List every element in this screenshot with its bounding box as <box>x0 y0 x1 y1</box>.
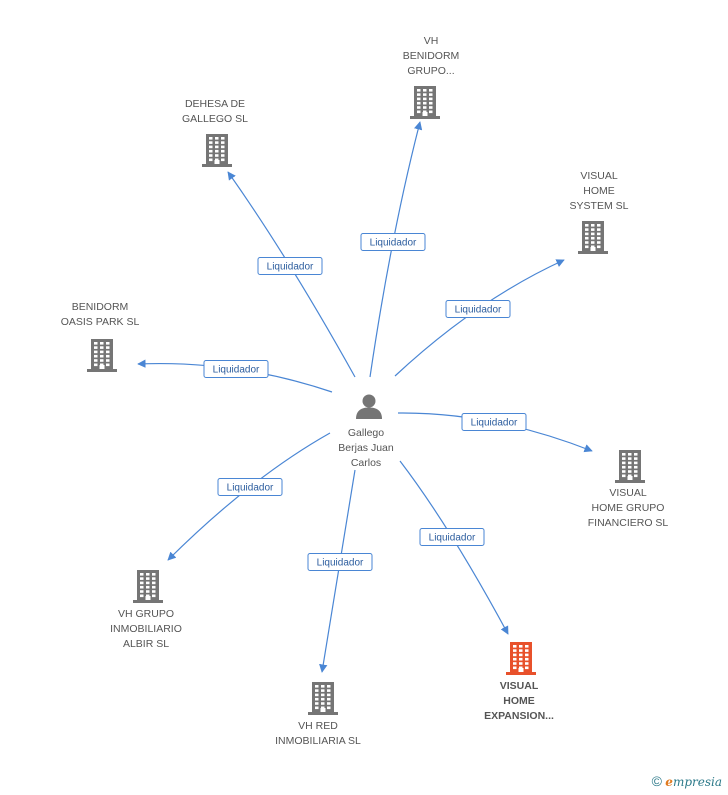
building-icon[interactable] <box>505 641 537 680</box>
brand-logo: empresia <box>665 775 722 789</box>
edge-label-text: Liquidador <box>267 262 314 273</box>
company-label-visual-home-grupo-financiero-sl[interactable]: VISUAL HOME GRUPO FINANCIERO SL <box>587 487 669 529</box>
building-icon[interactable] <box>409 85 441 124</box>
company-label-visual-home-system-sl[interactable]: VISUAL HOME SYSTEM SL <box>569 170 629 212</box>
edge-label-dehesa-de-gallego-sl[interactable]: Liquidador <box>257 257 323 275</box>
building-icon[interactable] <box>132 569 164 608</box>
edge-label-visual-home-expansion[interactable]: Liquidador <box>419 528 485 546</box>
edge-label-visual-home-system-sl[interactable]: Liquidador <box>445 300 511 318</box>
edge-label-box <box>445 300 511 318</box>
edge-label-text: Liquidador <box>429 533 476 544</box>
building-icon[interactable] <box>86 338 118 377</box>
copyright-symbol: © <box>651 773 662 789</box>
edge-label-text: Liquidador <box>227 483 274 494</box>
company-label-vh-benidorm-grupo[interactable]: VH BENIDORM GRUPO... <box>402 35 460 77</box>
edge-label-text: Liquidador <box>370 238 417 249</box>
edge-label-box <box>203 360 269 378</box>
copyright-notice: © empresia <box>652 773 722 789</box>
edge-label-box <box>360 233 426 251</box>
edge-label-vh-benidorm-grupo[interactable]: Liquidador <box>360 233 426 251</box>
edge-label-box <box>461 413 527 431</box>
person-icon[interactable] <box>354 391 384 421</box>
edge-label-text: Liquidador <box>455 305 502 316</box>
edge-label-box <box>217 478 283 496</box>
edge-label-vh-red-inmobiliaria-sl[interactable]: Liquidador <box>307 553 373 571</box>
edge-label-vh-grupo-inmobiliario-albir-sl[interactable]: Liquidador <box>217 478 283 496</box>
edge-label-visual-home-grupo-financiero-sl[interactable]: Liquidador <box>461 413 527 431</box>
company-label-vh-red-inmobiliaria-sl[interactable]: VH RED INMOBILIARIA SL <box>275 720 361 747</box>
company-label-vh-grupo-inmobiliario-albir-sl[interactable]: VH GRUPO INMOBILIARIO ALBIR SL <box>110 608 182 650</box>
edge-label-box <box>257 257 323 275</box>
center-person-label[interactable]: Gallego Berjas Juan Carlos <box>338 427 394 469</box>
building-icon[interactable] <box>577 220 609 259</box>
company-label-dehesa-de-gallego-sl[interactable]: DEHESA DE GALLEGO SL <box>182 98 248 125</box>
building-icon[interactable] <box>201 133 233 172</box>
edge-label-benidorm-oasis-park-sl[interactable]: Liquidador <box>203 360 269 378</box>
company-label-visual-home-expansion[interactable]: VISUAL HOME EXPANSION... <box>484 680 554 722</box>
building-icon[interactable] <box>614 449 646 488</box>
edge-line-vh-grupo-inmobiliario-albir-sl <box>167 432 331 561</box>
building-icon[interactable] <box>307 681 339 720</box>
edge-label-box <box>307 553 373 571</box>
edge-label-text: Liquidador <box>471 418 518 429</box>
edge-label-text: Liquidador <box>213 365 260 376</box>
edge-label-box <box>419 528 485 546</box>
edge-label-text: Liquidador <box>317 558 364 569</box>
edge-line-visual-home-expansion <box>399 460 509 635</box>
company-label-benidorm-oasis-park-sl[interactable]: BENIDORM OASIS PARK SL <box>60 301 140 328</box>
